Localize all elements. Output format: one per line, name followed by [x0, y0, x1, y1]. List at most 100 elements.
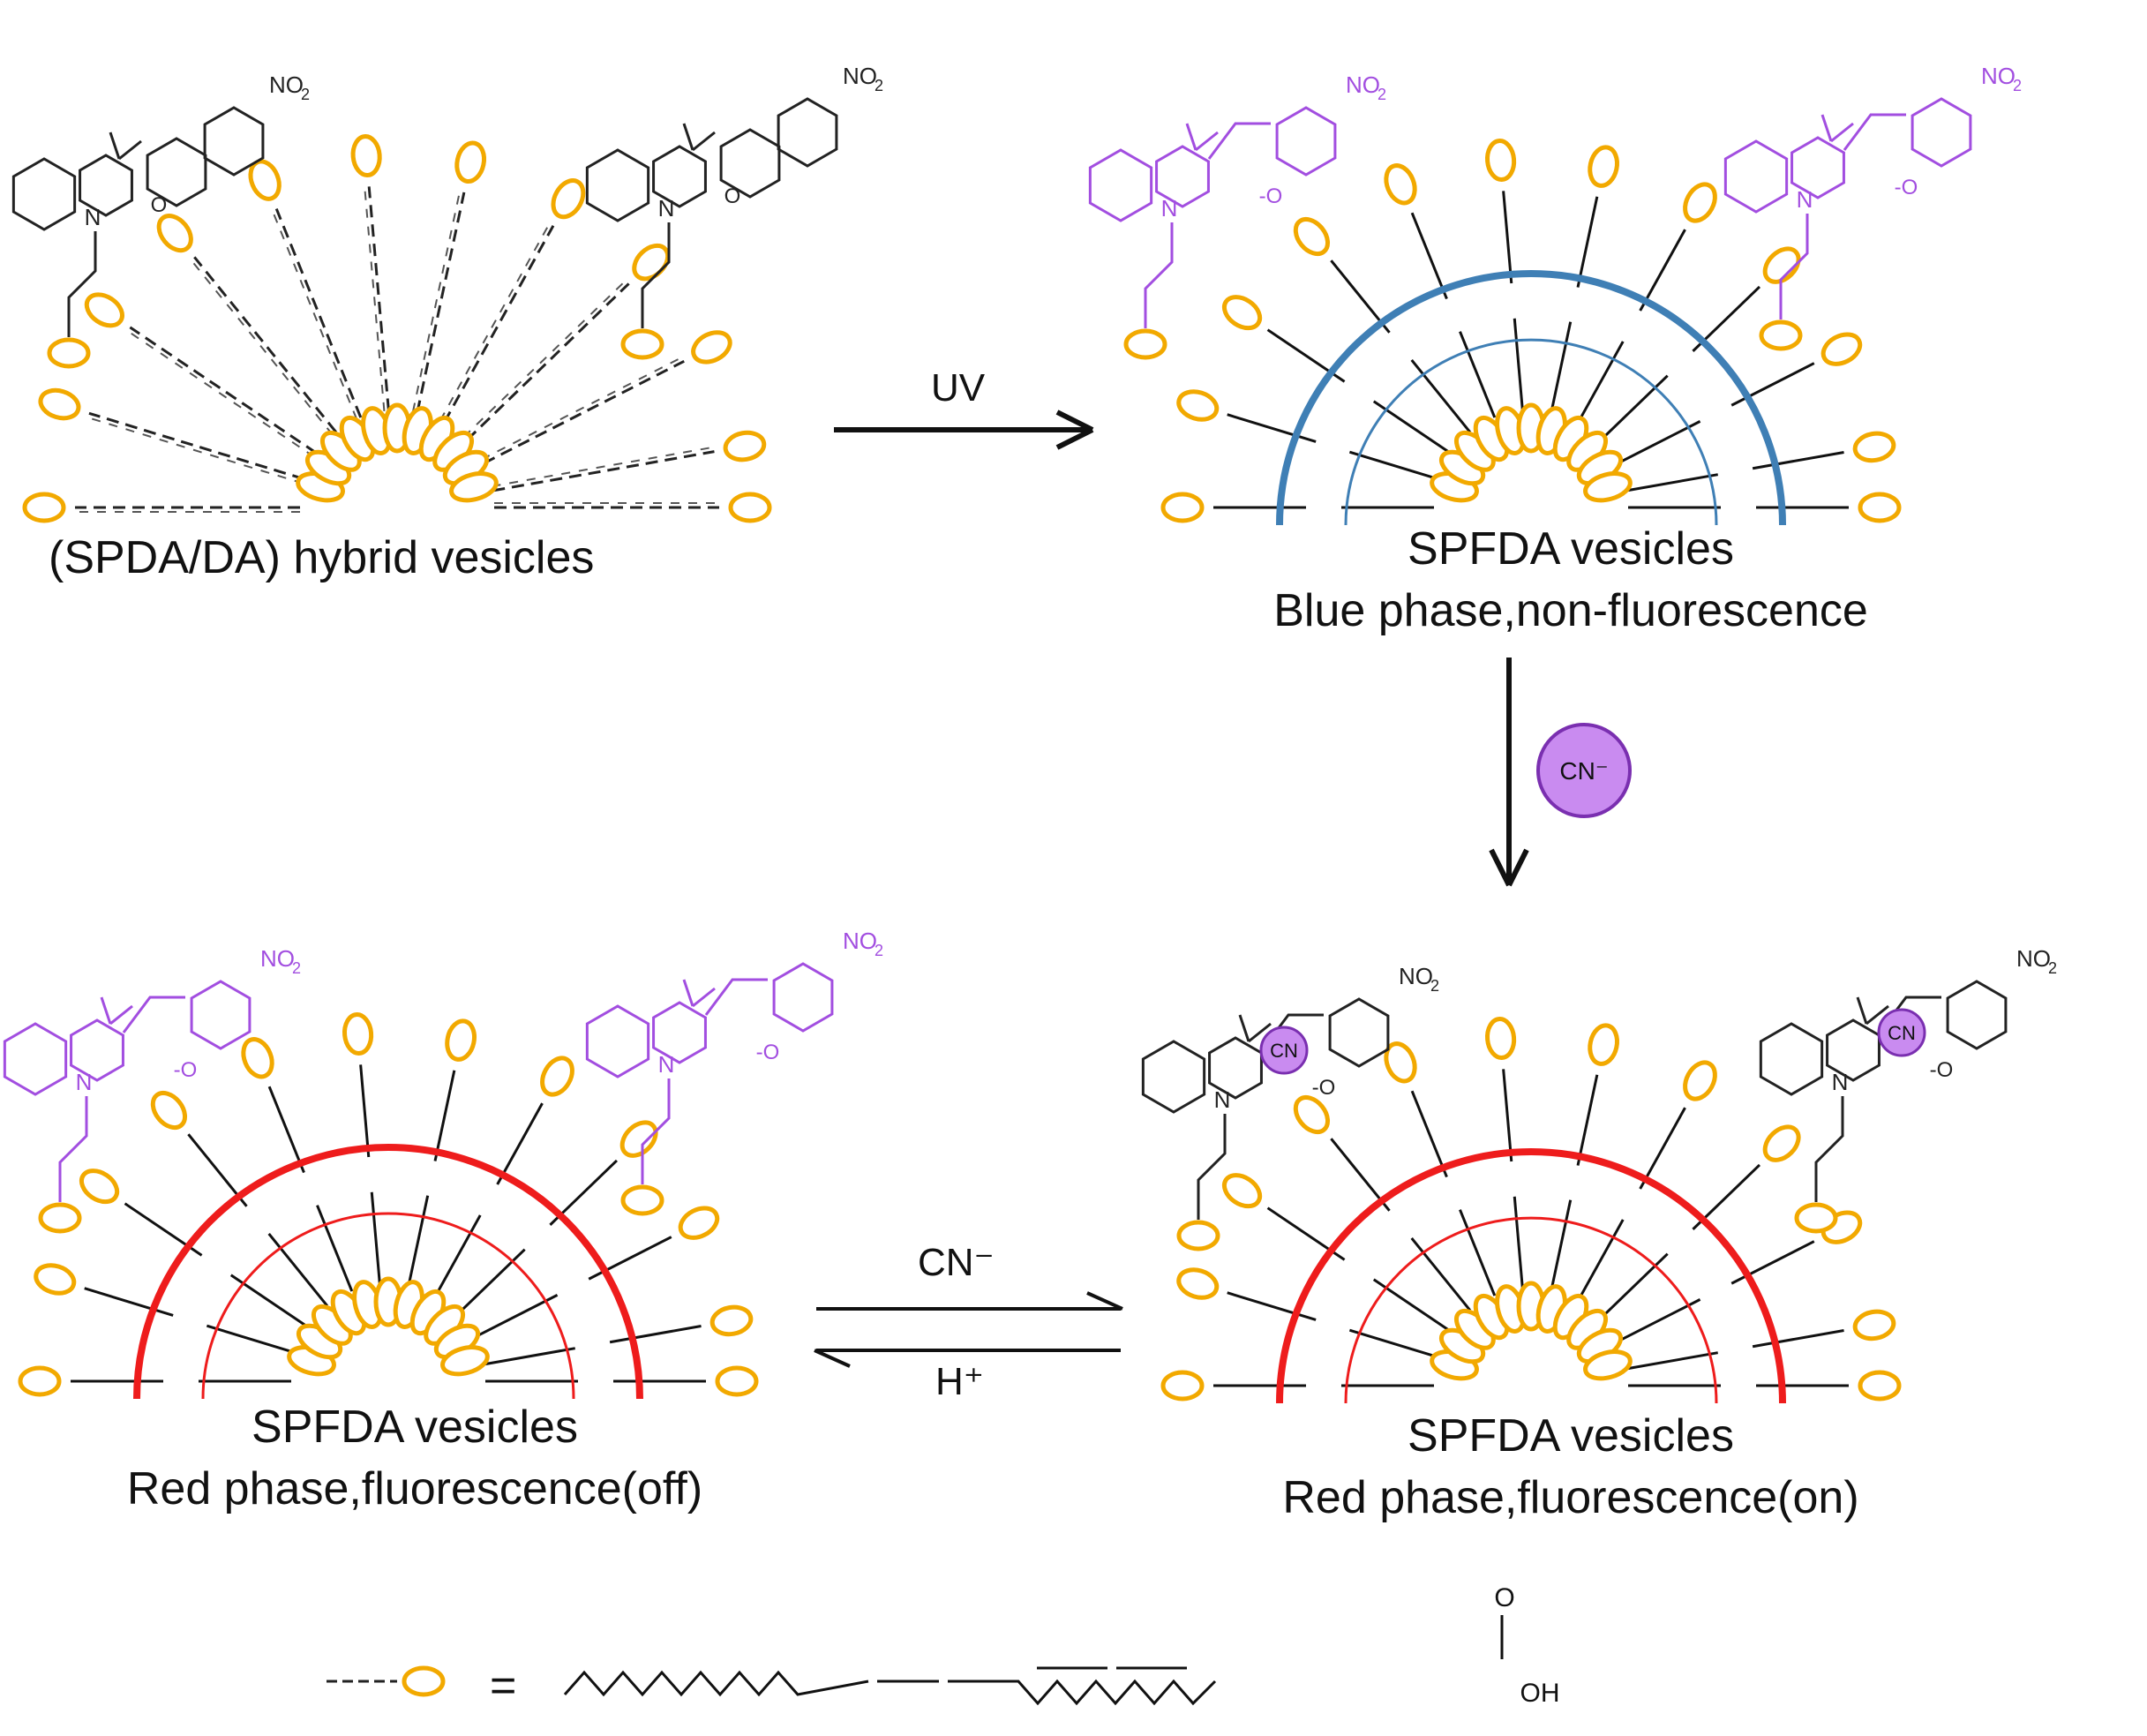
nitro-group-label: NO	[1981, 63, 2016, 89]
polymer-tail	[1348, 450, 1439, 481]
outer-headgroup	[454, 140, 487, 184]
polymer-tail	[1410, 1090, 1448, 1178]
polymer-tail	[433, 1070, 456, 1161]
bound-cyanide-circle	[1259, 1026, 1309, 1075]
nitro-group-label: NO	[843, 63, 877, 89]
polymer-tail	[1410, 212, 1448, 300]
polymer-tail	[457, 1248, 526, 1315]
outer-headgroup	[79, 1169, 120, 1205]
nitro-group-label: NO	[269, 71, 304, 98]
nitro-group: NO2	[843, 928, 883, 959]
legend-headgroup	[402, 1665, 446, 1697]
legend-acid-o: O	[1494, 1583, 1514, 1612]
outer-headgroup	[241, 1037, 274, 1079]
monomer-tail-bond	[190, 259, 334, 436]
nitro-group-label: NO	[2016, 945, 2051, 972]
alkyl-linker	[1814, 1096, 1844, 1202]
polymer-tail	[496, 1102, 544, 1185]
alkyl-linker	[641, 222, 671, 328]
monomer-tail-bond	[127, 330, 315, 458]
polymer-tail	[1752, 451, 1844, 470]
polymer-tail	[206, 1324, 297, 1355]
benzene-ring	[11, 157, 77, 231]
cn-reagent-circle	[1536, 723, 1632, 818]
monomer-tail	[483, 359, 685, 465]
nitrogen-label: N	[658, 195, 675, 222]
polymer-tail	[1502, 1069, 1513, 1162]
monomer-tail-bond	[439, 222, 551, 421]
linker-headgroup	[47, 337, 91, 369]
polymer-tail	[267, 1232, 328, 1307]
uv-arrow-head	[1055, 410, 1094, 450]
nitrogen-label: N	[1214, 1086, 1231, 1113]
nitro-subscript: 2	[2048, 959, 2057, 977]
inner-headgroup	[1583, 1349, 1633, 1381]
gem-dimethyl	[1185, 123, 1219, 152]
oxygen-label: O	[151, 193, 168, 217]
polymer-tail	[434, 1214, 482, 1297]
five-ring	[70, 1018, 124, 1082]
outer-headgroup	[1852, 431, 1896, 463]
caption-blue-title: SPFDA vesicles	[1408, 523, 1734, 575]
monomer-tail-bond	[87, 417, 304, 485]
polymer-tail	[316, 1205, 354, 1292]
inner-polymer-arc	[1344, 338, 1718, 526]
outer-headgroup	[551, 178, 586, 220]
outer-polymer-arc	[133, 1144, 643, 1400]
polymer-tail	[84, 1287, 174, 1317]
caption-red-on-title: SPFDA vesicles	[1408, 1410, 1734, 1462]
forward-arrow-head	[1086, 1291, 1123, 1311]
polymer-tail	[1730, 362, 1815, 407]
polymer-tail	[1502, 191, 1513, 284]
polymer-tail	[1626, 473, 1718, 492]
polymer-tail	[1576, 1074, 1599, 1166]
nitro-group: NO2	[260, 945, 301, 977]
bound-cyanide-label: CN	[1888, 1022, 1916, 1044]
vinyl-bridge	[1843, 113, 1906, 151]
gem-dimethyl	[1820, 114, 1854, 143]
five-ring	[652, 1001, 707, 1064]
nitro-group: NO2	[1346, 71, 1386, 103]
forward-arrow-label: CN⁻	[918, 1241, 995, 1284]
nitrogen-label: N	[85, 204, 101, 230]
outer-headgroup	[1384, 163, 1417, 206]
nitrogen-label: N	[658, 1051, 675, 1078]
nitro-group: NO2	[269, 71, 310, 103]
monomer-tail-bond	[492, 446, 714, 487]
gem-dimethyl	[1856, 996, 1889, 1026]
cn-reagent-label: CN⁻	[1559, 757, 1608, 785]
monomer-tail-bond	[364, 186, 386, 411]
outer-headgroup	[1683, 182, 1717, 223]
linker-headgroup	[1794, 1202, 1838, 1234]
monomer-tail	[129, 326, 318, 455]
caption-red-off-title: SPFDA vesicles	[251, 1402, 578, 1453]
polymer-tail	[588, 1236, 672, 1281]
nitrophenyl-ring	[203, 106, 265, 177]
nitro-group-label: NO	[260, 945, 295, 972]
outer-headgroup	[1588, 1023, 1619, 1066]
outer-polymer-arc	[1276, 1148, 1786, 1404]
monomer-tail	[443, 225, 555, 424]
monomer-tail-bond	[462, 280, 627, 438]
outer-headgroup	[728, 492, 772, 523]
nitro-group-label: NO	[843, 928, 877, 954]
red-phase-vesicle-on	[1160, 1017, 1902, 1404]
benzene-ring	[585, 148, 650, 222]
polymer-tail	[1410, 358, 1471, 433]
five-ring	[1790, 136, 1845, 199]
inner-headgroup	[449, 471, 499, 503]
outer-headgroup	[540, 1056, 574, 1097]
outer-headgroup	[1852, 1309, 1896, 1341]
phenolate-label: -O	[174, 1058, 198, 1082]
nitro-subscript: 2	[1378, 86, 1386, 103]
cn-arrow-head	[1489, 848, 1529, 887]
reverse-arrow-head	[814, 1349, 851, 1368]
outer-headgroup	[1221, 1173, 1263, 1209]
outer-headgroup	[1858, 1370, 1902, 1402]
outer-headgroup	[678, 1206, 720, 1240]
monomer-tail-bond	[271, 210, 358, 420]
linker-headgroup	[620, 328, 664, 360]
